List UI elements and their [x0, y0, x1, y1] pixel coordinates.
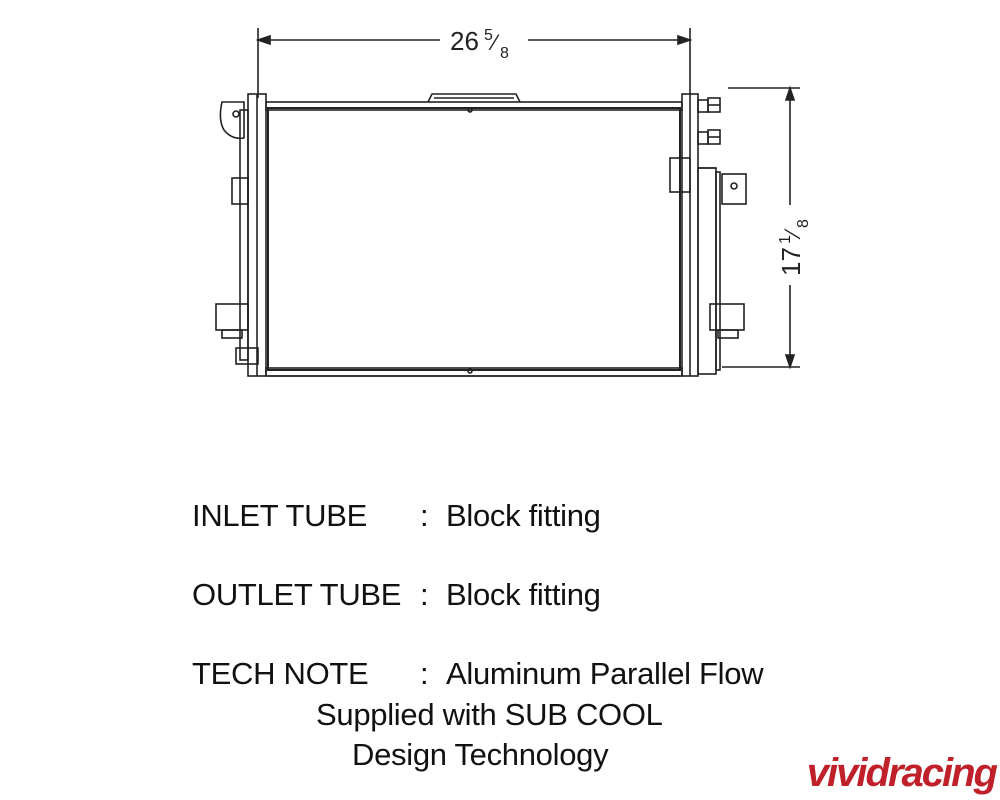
spec-colon: : — [420, 577, 429, 612]
spec-colon: : — [420, 656, 429, 691]
svg-text:8: 8 — [795, 219, 812, 228]
svg-text:8: 8 — [500, 45, 509, 62]
spec-value: Block fitting — [446, 498, 601, 533]
block-fitting-top — [697, 97, 721, 113]
spec-value: Block fitting — [446, 577, 601, 612]
spec-label: INLET TUBE — [192, 498, 368, 533]
width-dimension — [255, 28, 693, 98]
spec-tech-note: TECH NOTE : Aluminum Parallel Flow — [192, 656, 892, 696]
spec-value: Aluminum Parallel Flow — [446, 656, 764, 691]
vividracing-logo: vividracing — [806, 751, 998, 795]
left-header-tank — [215, 93, 267, 377]
condenser-drawing: 26 5 ⁄ 8 17 1 ⁄ 8 — [215, 26, 812, 377]
svg-text:5: 5 — [484, 27, 493, 44]
height-dimension — [722, 85, 800, 370]
right-header-tank — [669, 93, 747, 377]
condenser-core — [265, 93, 683, 377]
spec-label: TECH NOTE — [192, 656, 369, 691]
spec-inlet-tube: INLET TUBE : Block fitting — [192, 498, 892, 538]
tech-note-line-1: Supplied with SUB COOL — [316, 697, 663, 732]
svg-text:1: 1 — [777, 235, 794, 244]
width-dimension-label: 26 5 ⁄ 8 — [450, 26, 509, 62]
svg-text:17: 17 — [776, 247, 806, 276]
spec-label: OUTLET TUBE — [192, 577, 402, 612]
svg-text:26: 26 — [450, 26, 479, 56]
spec-outlet-tube: OUTLET TUBE : Block fitting — [192, 577, 892, 617]
spec-colon: : — [420, 498, 429, 533]
block-fitting-bottom — [697, 129, 721, 145]
tech-note-line-2: Design Technology — [352, 737, 609, 772]
height-dimension-label: 17 1 ⁄ 8 — [776, 219, 812, 276]
